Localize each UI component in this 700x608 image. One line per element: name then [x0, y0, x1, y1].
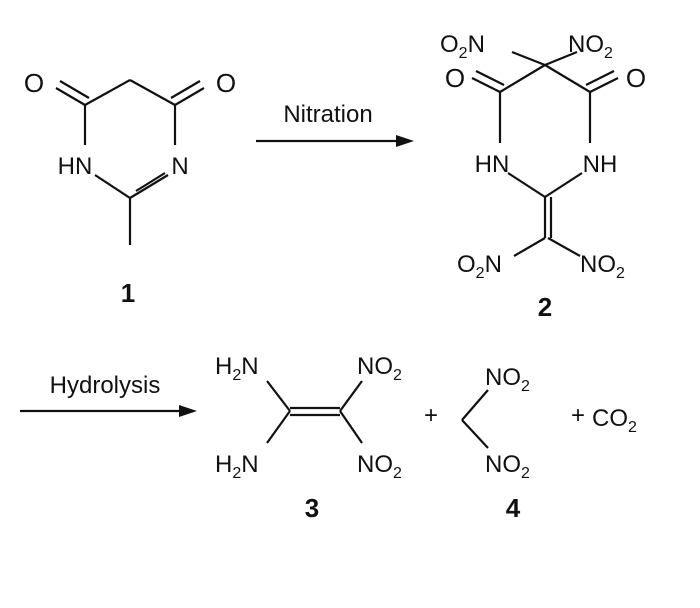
compound-2: O2N NO2 O O HN NH O2N NO2 2	[440, 31, 646, 322]
compound-4: NO2 NO2 4	[461, 364, 530, 523]
compound-3-h2n-top: H2N	[215, 353, 259, 384]
compound-4-number: 4	[506, 493, 521, 523]
compound-3-no2-top: NO2	[357, 353, 402, 384]
compound-1-number: 1	[121, 278, 135, 308]
compound-4-bonds	[461, 389, 489, 449]
compound-2-oxygen-right: O	[626, 63, 646, 93]
hydrolysis-arrow: Hydrolysis	[20, 372, 197, 417]
compound-1-oxygen-right: O	[216, 68, 236, 98]
compound-1: O O HN N 1	[24, 68, 236, 308]
compound-3: H2N H2N NO2 NO2 3	[215, 353, 402, 523]
compound-4-no2-top: NO2	[485, 364, 530, 395]
compound-1-bonds	[55, 79, 205, 245]
compound-2-bonds	[471, 50, 619, 257]
carbon-dioxide: CO2	[592, 405, 637, 436]
plus-sign-2: +	[571, 402, 585, 429]
compound-2-oxygen-left: O	[445, 63, 465, 93]
compound-3-number: 3	[305, 493, 319, 523]
nitration-arrow: Nitration	[256, 101, 414, 147]
compound-3-no2-bottom: NO2	[357, 451, 402, 482]
compound-2-number: 2	[538, 292, 552, 322]
compound-3-bonds	[266, 380, 363, 444]
compound-2-nh-right: NH	[583, 151, 618, 178]
compound-1-oxygen-left: O	[24, 68, 44, 98]
compound-2-o2n-top: O2N	[440, 31, 485, 62]
compound-2-no2-top: NO2	[568, 31, 613, 62]
compound-3-h2n-bottom: H2N	[215, 451, 259, 482]
compound-1-nh: HN	[58, 153, 93, 180]
compound-4-no2-bottom: NO2	[485, 451, 530, 482]
plus-sign-1: +	[424, 402, 438, 429]
compound-1-n: N	[171, 153, 188, 180]
compound-2-o2n-bottom: O2N	[457, 251, 502, 282]
compound-2-nh-left: HN	[475, 151, 510, 178]
compound-2-no2-bottom: NO2	[580, 251, 625, 282]
hydrolysis-label: Hydrolysis	[50, 372, 161, 399]
nitration-label: Nitration	[283, 101, 372, 128]
